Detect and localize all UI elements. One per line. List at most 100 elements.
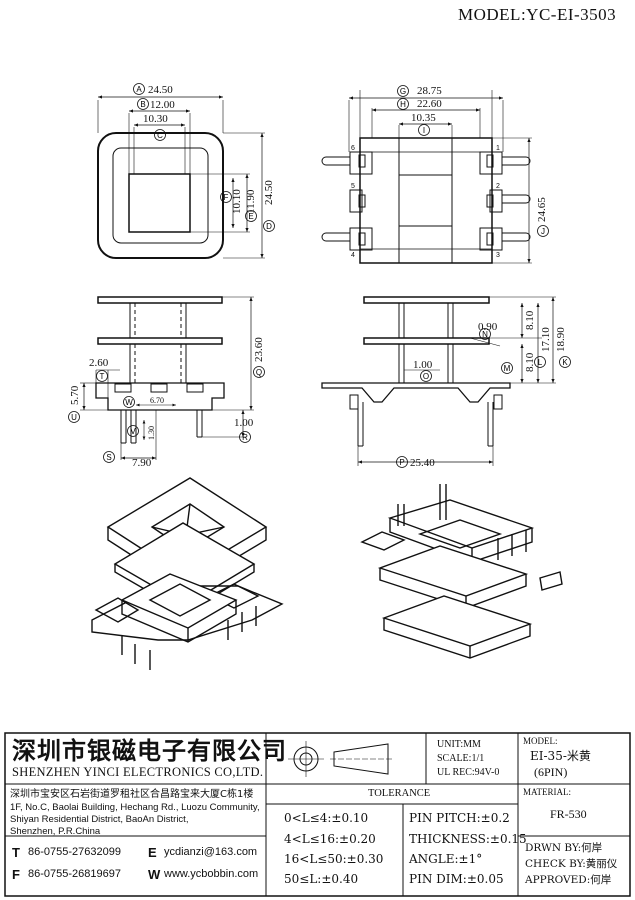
- marker-c: C: [154, 129, 166, 141]
- thickness: THICKNESS:±0.15: [409, 832, 527, 846]
- angle: ANGLE:±1°: [409, 852, 483, 866]
- marker-f: F: [220, 191, 232, 203]
- svg-text:O: O: [423, 372, 429, 381]
- material-value: FR-530: [550, 807, 587, 821]
- marker-e: E: [245, 210, 257, 222]
- svg-text:U: U: [71, 413, 77, 422]
- marker-t: T: [96, 370, 108, 382]
- svg-text:P: P: [399, 458, 404, 467]
- marker-s: S: [103, 451, 115, 463]
- ul-rec-text: UL REC:94V-0: [437, 767, 500, 778]
- pin-2: 2: [496, 183, 500, 190]
- dim-h: 22.60: [417, 98, 442, 110]
- svg-text:T: T: [100, 372, 105, 381]
- svg-text:G: G: [400, 87, 406, 96]
- dim-t: 2.60: [89, 357, 109, 369]
- marker-o: O: [420, 370, 432, 382]
- top-view-left: [97, 95, 265, 259]
- web-link[interactable]: www.ycbobbin.com: [164, 868, 259, 880]
- tolerance-title: TOLERANCE: [368, 788, 431, 799]
- email-link[interactable]: ycdianzi@163.com: [164, 846, 258, 858]
- dim-u: 5.70: [69, 385, 81, 405]
- marker-l: L: [534, 356, 546, 368]
- model-header: MODEL:YC-EI-3503: [458, 5, 617, 24]
- company-name-en: SHENZHEN YINCI ELECTRONICS CO,LTD.: [12, 765, 264, 779]
- email-label: E: [148, 845, 157, 860]
- marker-m: M: [501, 362, 513, 374]
- dim-b: 12.00: [150, 99, 175, 111]
- fax-number: 86-0755-26819697: [28, 868, 121, 880]
- marker-h: H: [397, 98, 409, 110]
- dim-n: 0.90: [478, 321, 498, 333]
- dim-w: 6.70: [150, 396, 164, 405]
- marker-w: W: [123, 396, 135, 408]
- dim-m: 8.10: [524, 310, 536, 330]
- marker-u: U: [68, 411, 80, 423]
- scale-text: SCALE:1/1: [437, 753, 485, 764]
- marker-b: B: [137, 98, 149, 110]
- svg-text:A: A: [136, 85, 142, 94]
- svg-text:F: F: [224, 193, 229, 202]
- tel-number: 86-0755-27632099: [28, 846, 121, 858]
- dim-p: 25.40: [410, 457, 435, 469]
- svg-text:N: N: [482, 330, 488, 339]
- marker-d: D: [263, 220, 275, 232]
- dim-k: 18.90: [555, 327, 567, 352]
- svg-text:C: C: [157, 131, 163, 140]
- side-view-left: [80, 296, 254, 460]
- svg-text:E: E: [248, 212, 253, 221]
- marker-n: N: [479, 328, 491, 340]
- marker-a: A: [133, 83, 145, 95]
- dim-q: 23.60: [253, 337, 265, 362]
- marker-r: R: [239, 431, 251, 443]
- tolerance-3: 50≤L:±0.40: [284, 872, 359, 886]
- svg-text:L: L: [538, 358, 543, 367]
- svg-text:V: V: [130, 427, 136, 436]
- dim-e: 11.90: [245, 189, 257, 214]
- svg-text:K: K: [562, 358, 568, 367]
- tolerance-1: 4<L≤16:±0.20: [284, 832, 376, 846]
- material-label: MATERIAL:: [523, 787, 571, 797]
- dim-s: 7.90: [132, 457, 152, 469]
- svg-text:J: J: [541, 227, 545, 236]
- address-en-1: 1F, No.C, Baolai Building, Hechang Rd., …: [10, 802, 260, 813]
- svg-text:B: B: [140, 100, 145, 109]
- svg-text:S: S: [106, 453, 111, 462]
- tel-label: T: [12, 845, 20, 860]
- svg-text:I: I: [423, 126, 425, 135]
- pin-5: 5: [351, 183, 355, 190]
- side-view-right: [321, 296, 556, 466]
- svg-text:R: R: [242, 433, 248, 442]
- marker-p: P: [396, 456, 408, 468]
- dim-o: 1.00: [413, 359, 433, 371]
- svg-text:D: D: [266, 222, 272, 231]
- bottom-view-right: [321, 90, 532, 264]
- pin-3: 3: [496, 252, 500, 259]
- marker-i: I: [418, 124, 430, 136]
- tolerance-0: 0<L≤4:±0.10: [284, 811, 369, 825]
- dim-a: 24.50: [148, 84, 173, 96]
- address-en-3: Shenzhen, P.R.China: [10, 826, 101, 837]
- web-label: W: [148, 867, 161, 882]
- pin-1: 1: [496, 145, 500, 152]
- dim-r: 1.00: [234, 417, 254, 429]
- marker-k: K: [559, 356, 571, 368]
- marker-j: J: [537, 225, 549, 237]
- pin-6: 6: [351, 145, 355, 152]
- pin-dim: PIN DIM:±0.05: [409, 872, 504, 886]
- dim-g: 28.75: [417, 85, 442, 97]
- model-pins: (6PIN): [534, 765, 568, 779]
- dim-i: 10.35: [411, 112, 436, 124]
- svg-text:M: M: [504, 364, 511, 373]
- marker-v: V: [127, 425, 139, 437]
- drawn-by: DRWN BY:何岸: [525, 842, 603, 854]
- svg-text:Q: Q: [256, 368, 262, 377]
- address-cn: 深圳市宝安区石岩街道罗租社区合昌路宝来大厦C栋1楼: [10, 789, 254, 800]
- check-by: CHECK BY:黄丽仪: [525, 858, 618, 870]
- dim-c: 10.30: [143, 113, 168, 125]
- dim-v: 1.30: [147, 426, 156, 440]
- dim-d: 24.50: [263, 180, 275, 205]
- title-block-grid: [4, 732, 631, 897]
- fax-label: F: [12, 867, 20, 882]
- svg-text:H: H: [400, 100, 406, 109]
